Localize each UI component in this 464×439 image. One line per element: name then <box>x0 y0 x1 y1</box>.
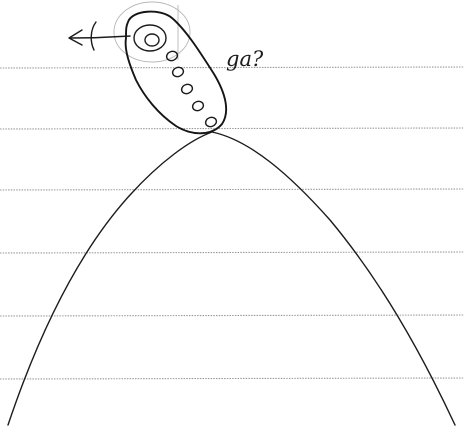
arrow-shaft <box>69 35 131 39</box>
rolling-object <box>124 10 228 135</box>
ruled-line <box>0 314 464 317</box>
motion-arrow <box>68 21 131 51</box>
hill-curve <box>7 131 456 426</box>
ruled-line <box>0 377 464 380</box>
object-dot <box>171 66 185 78</box>
object-dot <box>165 50 179 62</box>
object-dot <box>180 83 194 95</box>
faint-guide-circle <box>113 1 191 63</box>
arrow-head <box>68 29 83 46</box>
object-dot <box>191 100 205 112</box>
ruled-line <box>0 251 464 254</box>
ruled-line <box>0 188 464 191</box>
object-end-cap <box>133 24 167 52</box>
object-outline <box>124 10 228 135</box>
ruled-line <box>0 127 464 130</box>
object-end-cap-inner <box>144 33 160 47</box>
ruled-line <box>0 66 464 69</box>
object-dot <box>204 116 218 128</box>
handwritten-label: ga? <box>226 47 264 71</box>
ruled-lines <box>0 66 464 380</box>
arrow-tail-tick <box>90 21 97 51</box>
